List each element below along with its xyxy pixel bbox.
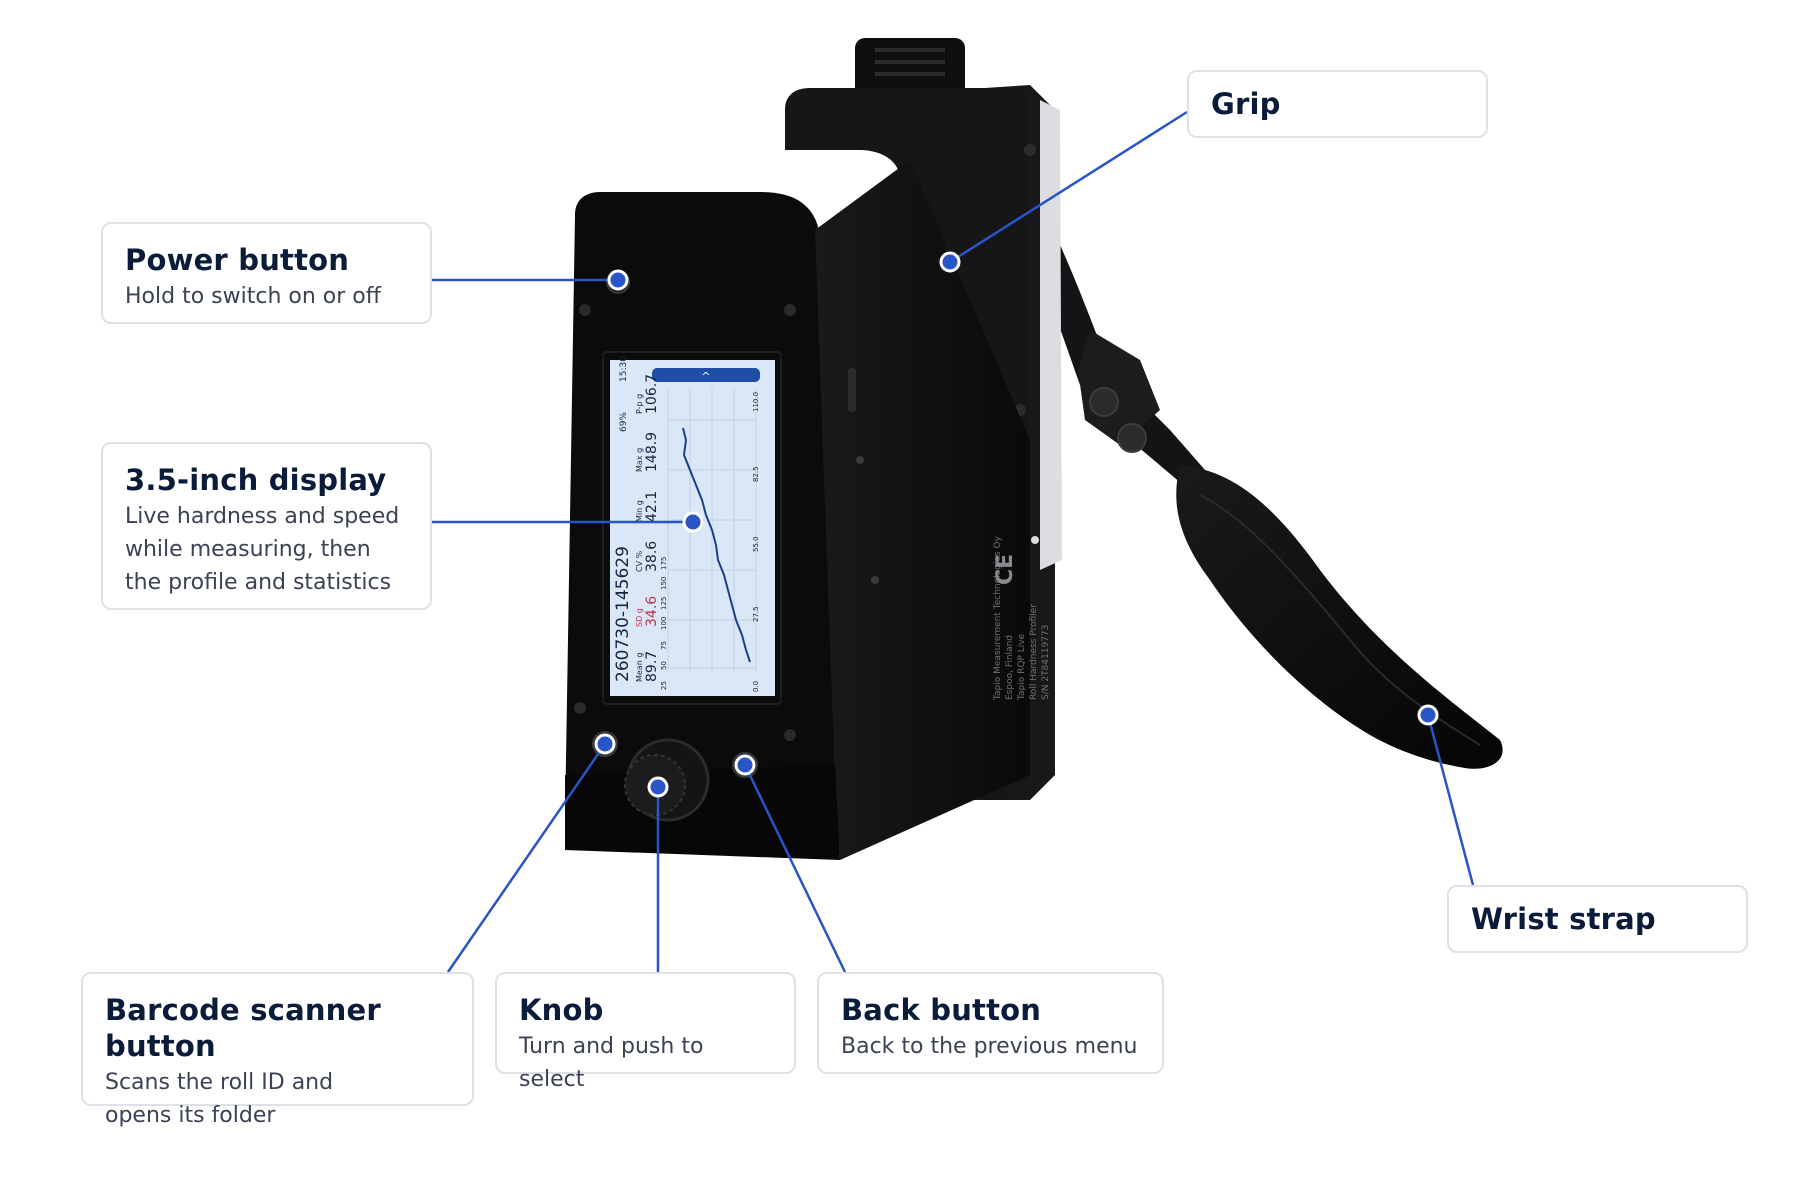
leader-barcode [446,743,607,973]
leader-grip [949,110,1188,264]
x-tick: 82.5 [752,466,760,482]
y-tick: 100 [660,617,668,630]
wrist-strap [1050,240,1503,769]
label-line: Espoo, Finland [1005,635,1015,700]
stat-value: 38.6 [644,541,660,572]
stat-value: 34.6 [644,596,660,627]
stat-label: P-p g [635,394,644,414]
leader-wrist [1426,714,1475,886]
screen-time: 15:30 [619,356,629,382]
callout-grip: Grip [1187,70,1488,138]
label-line: S/N 2T84119773 [1041,625,1051,700]
label-line: Tapio Measurement Technologies Oy [993,535,1003,701]
marker-back [734,754,756,776]
stat-label: CV % [635,550,644,572]
callout-title: Power button [125,243,350,277]
stat-label: Min g [635,500,644,522]
callout-title: Barcode scanner button [105,993,381,1063]
y-tick: 150 [660,577,668,590]
stat-label: Mean g [635,653,644,682]
marker-grip [939,251,961,273]
callout-barcode-scanner-button: Barcode scanner button Scans the roll ID… [81,972,474,1128]
callout-back-button: Back button Back to the previous menu [817,972,1164,1074]
callout-title: Back button [841,993,1042,1027]
marker-barcode [594,733,616,755]
stat-label: Max g [635,448,644,472]
marker-knob [647,776,669,798]
roll-id: 260730-145629 [613,546,633,682]
device-label: Tapio Measurement Technologies Oy Espoo,… [993,535,1051,701]
stat-value: 89.7 [644,651,660,682]
y-tick: 25 [660,681,668,690]
y-tick: 125 [660,597,668,610]
stat-label: SD g [635,608,644,627]
marker-display [682,511,704,533]
callout-description: Back to the previous menu [841,1034,1138,1059]
y-tick: 75 [660,641,668,650]
callout-title: 3.5-inch display [125,463,387,497]
x-tick: 27.5 [752,606,760,622]
label-line: Tapio RQP Live [1017,633,1027,701]
callout-wrist-strap: Wrist strap [1447,885,1748,953]
ce-mark: CE [993,554,1018,585]
marker-power [607,269,629,291]
leader-lines [432,110,1475,973]
callout-display: 3.5-inch display Live hardness and speed… [101,442,432,610]
stat-value: 106.7 [644,374,660,414]
battery-level: 69% [619,412,629,432]
y-tick: 50 [660,661,668,670]
marker-dots [594,251,1439,798]
knob[interactable] [624,738,710,822]
callout-description: Turn and push to select [519,1034,704,1092]
callout-description: Live hardness and speed while measuring,… [125,504,400,595]
label-line: Roll Hardness Profiler [1029,604,1039,700]
x-tick: 0.0 [752,681,760,692]
x-tick: 55.0 [752,536,760,552]
callout-title: Knob [519,993,604,1027]
callout-description: Scans the roll ID and opens its folder [105,1070,334,1128]
stat-value: 148.9 [644,432,660,472]
marker-wrist [1417,704,1439,726]
leader-back [743,764,847,973]
callout-description: Hold to switch on or off [125,284,381,309]
x-tick: 110.0 [752,392,760,412]
callout-title: Wrist strap [1471,902,1656,936]
callout-title: Grip [1211,87,1281,121]
stat-value: 42.1 [644,491,660,522]
callout-knob: Knob Turn and push to select [495,972,796,1092]
svg-text:^: ^ [701,370,710,383]
svg-text:CE: CE [993,554,1018,585]
y-tick: 175 [660,557,668,570]
callout-power-button: Power button Hold to switch on or off [101,222,432,324]
